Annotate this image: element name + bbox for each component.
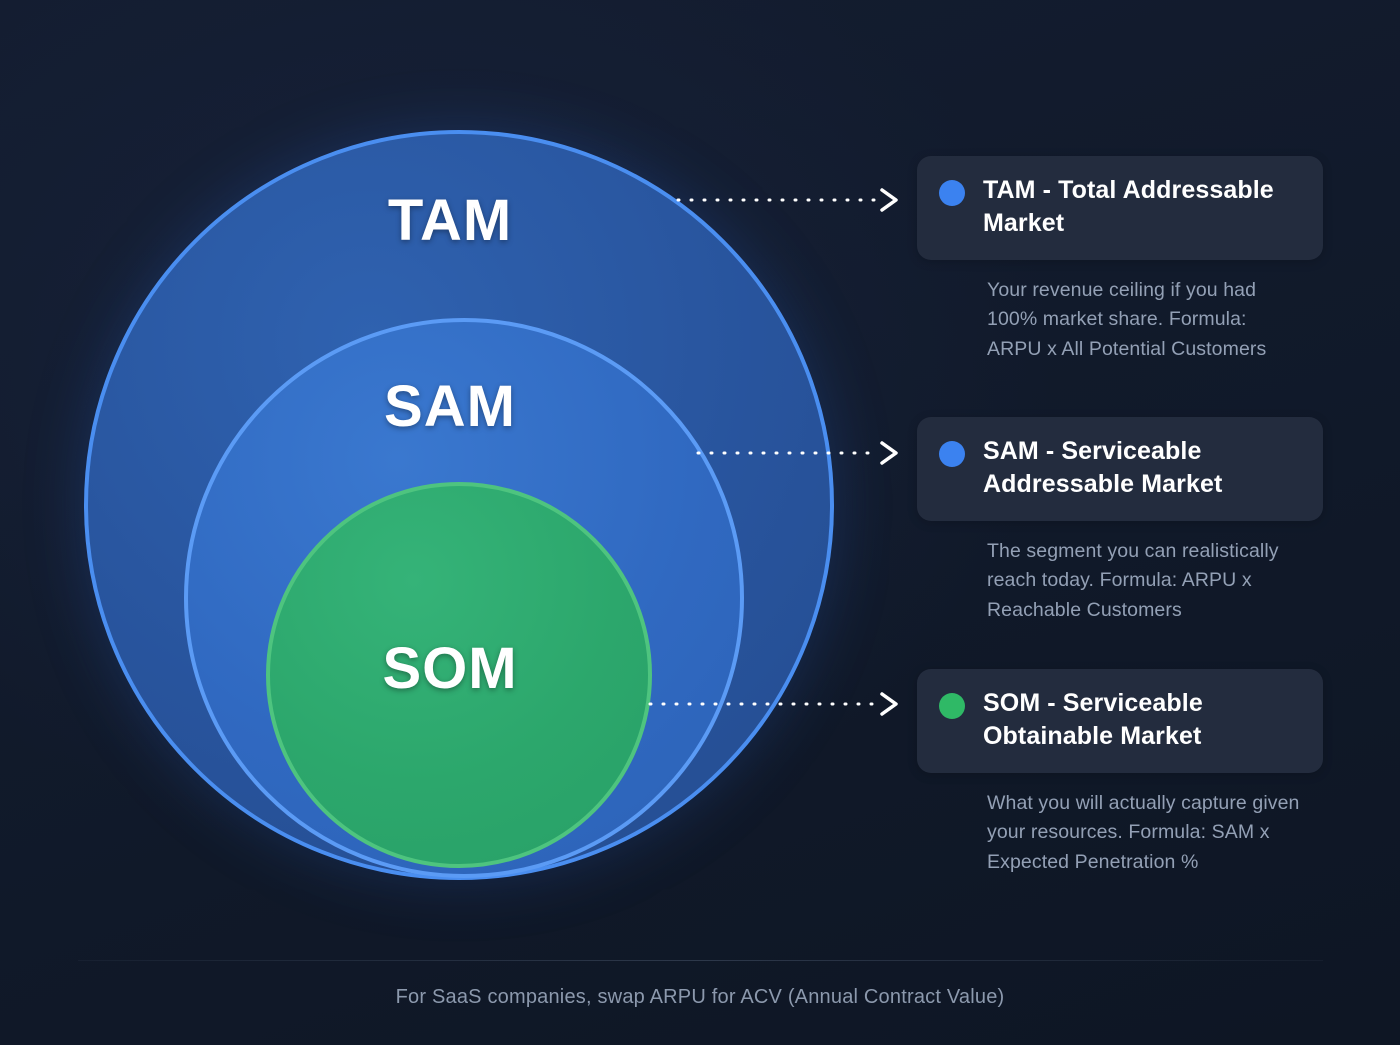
legend-card-sam-description: The segment you can realistically reach … xyxy=(987,540,1279,621)
nested-circles-group: TAM SAM SOM xyxy=(84,130,834,880)
sam-connector-arrow xyxy=(696,441,908,465)
legend-card-som-title: SOM - Serviceable Obtainable Market xyxy=(983,689,1203,750)
legend-card-sam-title: SAM - Serviceable Addressable Market xyxy=(983,437,1223,498)
footer-note: For SaaS companies, swap ARPU for ACV (A… xyxy=(395,986,1005,1008)
tam-color-dot-icon xyxy=(939,180,965,206)
legend-card-tam-description: Your revenue ceiling if you had 100% mar… xyxy=(987,279,1267,360)
tam-connector-arrow xyxy=(676,188,908,212)
legend-card-sam[interactable]: SAM - Serviceable Addressable Market xyxy=(917,417,1323,521)
footer-divider xyxy=(78,960,1323,961)
som-circle[interactable] xyxy=(266,482,652,868)
sam-color-dot-icon xyxy=(939,441,965,467)
som-circle-label: SOM xyxy=(382,636,518,701)
som-connector-arrow xyxy=(648,692,908,716)
legend-card-tam-title: TAM - Total Addressable Market xyxy=(983,176,1274,237)
legend-card-som-description: What you will actually capture given you… xyxy=(987,792,1300,873)
legend-card-som[interactable]: SOM - Serviceable Obtainable Market xyxy=(917,669,1323,773)
som-color-dot-icon xyxy=(939,693,965,719)
legend-item-som: SOM - Serviceable Obtainable Market What… xyxy=(917,669,1323,877)
sam-circle-label: SAM xyxy=(384,374,516,439)
legend-card-tam[interactable]: TAM - Total Addressable Market xyxy=(917,156,1323,260)
legend-item-tam: TAM - Total Addressable Market Your reve… xyxy=(917,156,1323,364)
tam-circle-label: TAM xyxy=(387,188,513,253)
legend-item-sam: SAM - Serviceable Addressable Market The… xyxy=(917,417,1323,625)
